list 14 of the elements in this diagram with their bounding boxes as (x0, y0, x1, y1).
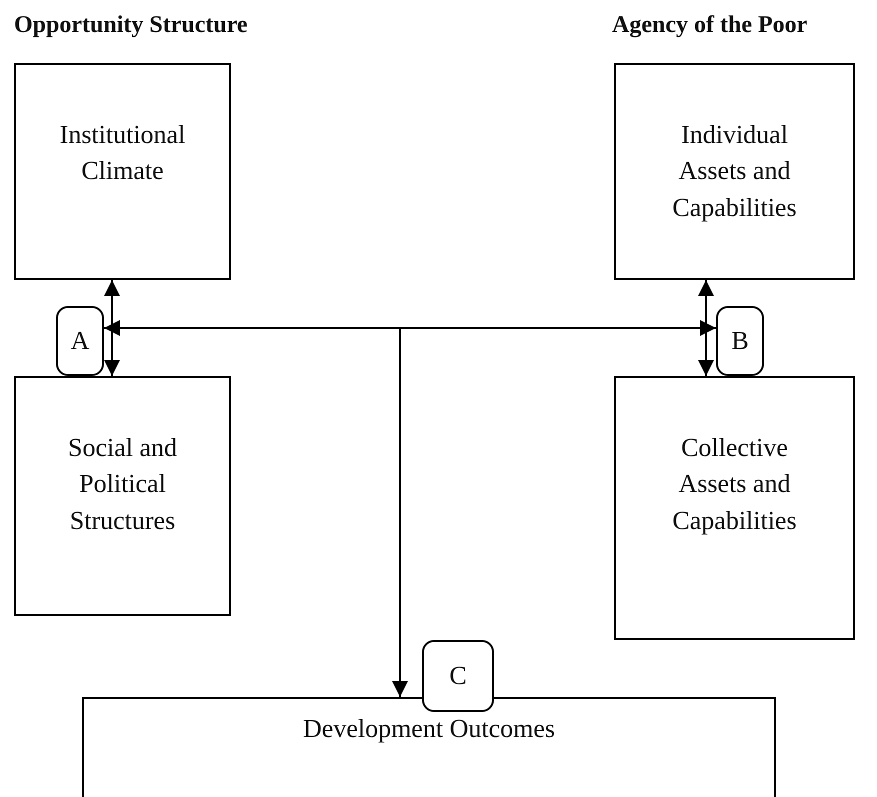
arrow (104, 280, 120, 376)
outcome-box: Development Outcomes (82, 697, 776, 797)
arrow (698, 280, 714, 376)
process-box: Individual Assets and Capabilities (614, 63, 855, 280)
letter-tag: A (56, 306, 104, 376)
arrow (104, 320, 716, 336)
column-heading: Opportunity Structure (14, 12, 248, 39)
column-heading: Agency of the Poor (612, 12, 808, 39)
letter-tag: B (716, 306, 764, 376)
process-box: Institutional Climate (14, 63, 231, 280)
process-box: Collective Assets and Capabilities (614, 376, 855, 640)
letter-tag: C (422, 640, 494, 712)
process-box: Social and Political Structures (14, 376, 231, 616)
arrow (392, 328, 408, 697)
